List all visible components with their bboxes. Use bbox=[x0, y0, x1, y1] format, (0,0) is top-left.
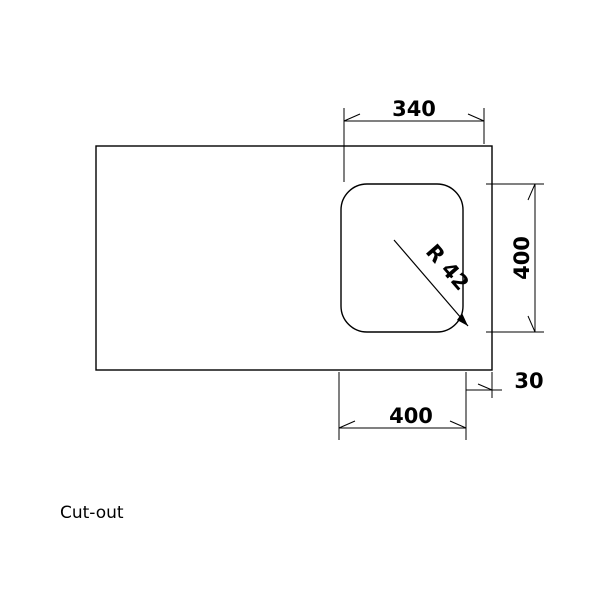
bottom-dim-arrow-right bbox=[449, 420, 467, 429]
dimension-label-top-width: 340 bbox=[392, 97, 436, 121]
caption-cut-out: Cut-out bbox=[60, 503, 124, 523]
radius-leader-arrowhead bbox=[457, 313, 468, 326]
dimension-label-corner-radius: R 42 bbox=[421, 240, 474, 296]
top-dim-arrow-right bbox=[467, 113, 485, 122]
dimension-label-right-height: 400 bbox=[510, 236, 534, 280]
right-dim-arrow-bottom bbox=[527, 315, 536, 333]
worktop-outline bbox=[95, 145, 493, 371]
offset-dim-arrow-left bbox=[477, 383, 493, 391]
bottom-dim-arrow-left bbox=[338, 420, 356, 429]
dimension-label-right-offset: 30 bbox=[514, 369, 543, 393]
right-dim-arrow-top bbox=[527, 183, 536, 201]
dimension-label-bottom-width: 400 bbox=[389, 404, 433, 428]
cutout-rounded-rect bbox=[340, 183, 464, 333]
radius-leader-line bbox=[393, 239, 469, 327]
top-dim-arrow-left bbox=[343, 113, 361, 122]
